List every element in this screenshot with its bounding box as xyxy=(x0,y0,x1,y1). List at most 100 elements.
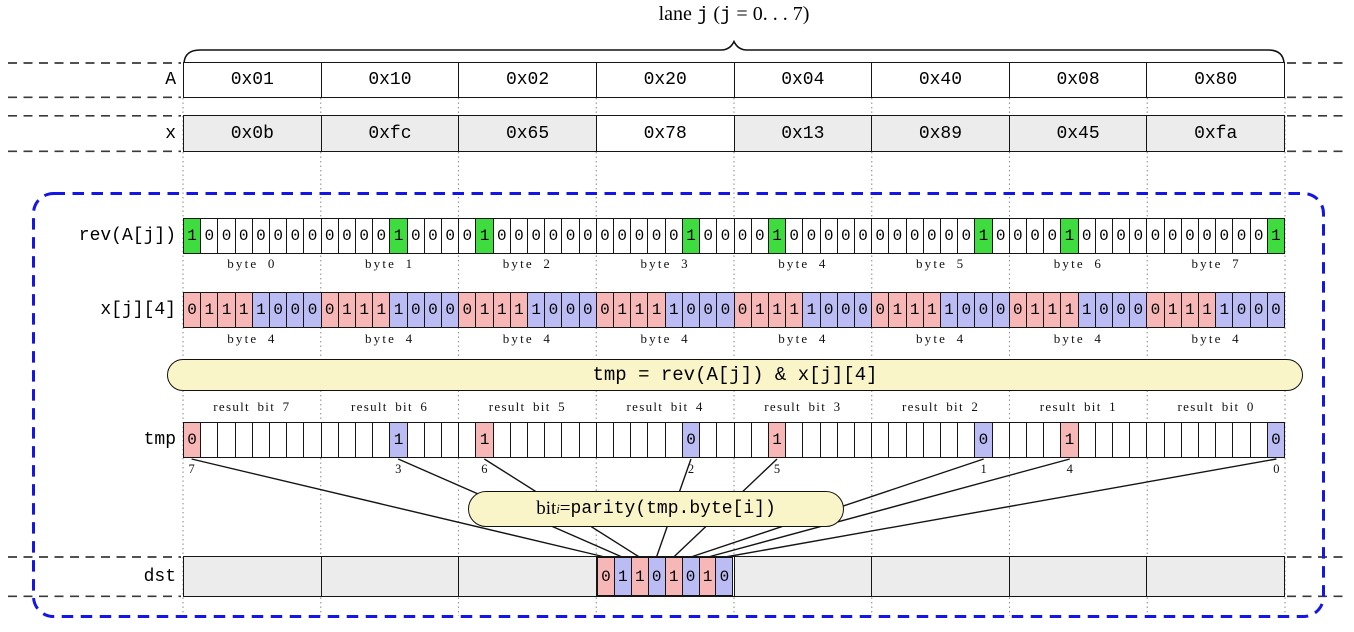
dst-lane-cell xyxy=(184,557,322,596)
bit-cell: 0 xyxy=(545,219,563,253)
bit-cell: 0 xyxy=(1250,293,1268,327)
bit-cell: 0 xyxy=(373,219,391,253)
tmp-cell xyxy=(321,423,339,457)
hex-cell: 0x02 xyxy=(459,63,597,97)
tmp-cell xyxy=(510,423,529,457)
tmp-bit-index-label: 2 xyxy=(687,462,695,476)
bit-cell: 0 xyxy=(493,219,511,253)
title-text: ( xyxy=(708,3,721,25)
bit-cell: 0 xyxy=(407,293,425,327)
bit-cell: 0 xyxy=(545,293,563,327)
row-label-A: A xyxy=(165,70,176,90)
bit-cell: 0 xyxy=(424,219,443,253)
tmp-cell xyxy=(1198,423,1217,457)
bit-cell: 0 xyxy=(235,219,253,253)
byte-label: byte 6 xyxy=(1053,256,1104,271)
tmp-cell xyxy=(596,423,615,457)
tmp-cell xyxy=(1164,423,1182,457)
bit-cell: 0 xyxy=(407,219,425,253)
bit-cell: 0 xyxy=(1250,219,1268,253)
tmp-cell xyxy=(717,423,735,457)
tmp-cell xyxy=(803,423,821,457)
bit-cell: 0 xyxy=(906,219,924,253)
tmp-cell xyxy=(1095,423,1113,457)
tmp-cell: 1 xyxy=(768,423,787,457)
hex-cell: 0x13 xyxy=(734,116,873,151)
bit-cell: 0 xyxy=(889,219,907,253)
tmp-cell xyxy=(1250,423,1268,457)
dst-lane-cell xyxy=(1147,557,1284,596)
bit-cell: 0 xyxy=(1147,293,1165,327)
parity-box-bit-text: bit xyxy=(536,498,557,519)
bit-cell: 1 xyxy=(940,293,959,327)
bit-cell: 0 xyxy=(596,219,615,253)
bit-cell: 0 xyxy=(940,219,959,253)
bit-cell: 0 xyxy=(252,219,271,253)
bit-cell: 0 xyxy=(786,219,804,253)
byte-label: byte 3 xyxy=(640,256,690,271)
tmp-cell xyxy=(648,423,666,457)
bit-cell: 0 xyxy=(1181,219,1199,253)
tmp-bit-index-label: 5 xyxy=(773,462,781,476)
tmp-cell xyxy=(665,423,683,457)
lane-processing-frame xyxy=(32,192,1325,618)
bit-cell: 0 xyxy=(992,219,1010,253)
byte-label: byte 4 xyxy=(1053,331,1104,346)
tmp-cell xyxy=(1112,423,1131,457)
bit-cell: 0 xyxy=(1112,293,1131,327)
bit-cell: 1 xyxy=(390,293,408,327)
bit-cell: 0 xyxy=(356,219,374,253)
tmp-cell xyxy=(407,423,425,457)
tmp-cell xyxy=(252,423,271,457)
dst-bit-cell: 1 xyxy=(630,557,649,596)
tmp-cell xyxy=(579,423,597,457)
bit-cell: 0 xyxy=(854,219,873,253)
bit-cell: 1 xyxy=(184,219,202,253)
tmp-bit-index-label: 3 xyxy=(395,462,402,476)
row-label-x: x xyxy=(165,123,176,144)
tmp-cell xyxy=(820,423,838,457)
dst-bit-cell: 0 xyxy=(647,557,666,596)
bit-cell: 0 xyxy=(1164,219,1182,253)
row-label-dst: dst xyxy=(143,566,176,587)
dst-bit-cell: 1 xyxy=(613,557,632,596)
bit-cell: 0 xyxy=(184,293,202,327)
bit-cell: 1 xyxy=(631,293,649,327)
tmp-bit-index-label: 4 xyxy=(1066,462,1073,476)
result-bit-label: result bit 5 xyxy=(488,399,566,414)
tmp-cell xyxy=(545,423,563,457)
lane-boundary-dotted-lines xyxy=(182,98,1286,616)
hex-cell: 0x65 xyxy=(459,116,597,151)
bit-cell: 0 xyxy=(201,219,219,253)
bit-cell: 0 xyxy=(734,293,752,327)
bit-cell: 1 xyxy=(665,293,683,327)
bit-cell: 0 xyxy=(751,219,769,253)
tmp-cell xyxy=(854,423,873,457)
tmp-cell xyxy=(373,423,391,457)
bit-cell: 1 xyxy=(201,293,219,327)
bit-cell: 0 xyxy=(562,293,580,327)
bit-cell: 1 xyxy=(1267,219,1284,253)
bit-cell: 0 xyxy=(1095,219,1113,253)
bit-cell: 0 xyxy=(287,219,305,253)
dst-bit-cell: 1 xyxy=(698,557,717,596)
parity-box-code: parity(tmp.byte[i]) xyxy=(570,499,776,519)
tmp-cell xyxy=(1216,423,1234,457)
result-bit-label: result bit 2 xyxy=(902,399,980,414)
bit-cell: 0 xyxy=(338,219,357,253)
tmp-cell xyxy=(1130,423,1148,457)
bit-cell: 1 xyxy=(476,293,494,327)
bit-cell: 1 xyxy=(1198,293,1217,327)
result-bit-label: result bit 3 xyxy=(764,399,842,414)
bit-cell: 1 xyxy=(338,293,357,327)
tmp-cell xyxy=(287,423,305,457)
bit-cell: 1 xyxy=(493,293,511,327)
tmp-cell xyxy=(1147,423,1165,457)
tmp-cell xyxy=(493,423,511,457)
